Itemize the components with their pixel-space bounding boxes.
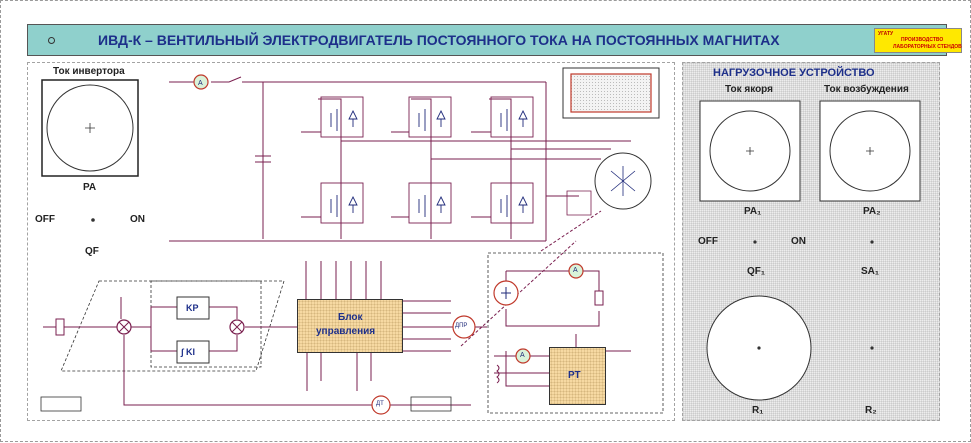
ki-box [176,340,210,364]
r1-label: R₁ [752,405,764,416]
excitation-ammeter-icon [515,348,531,364]
qf-switch-knob-icon [91,218,95,222]
qf1-switch-knob-icon [753,240,757,244]
qf-switch-label: QF [85,246,99,257]
sa1-switch-knob-icon [870,240,874,244]
armature-current-label: Ток якоря [725,84,773,95]
dc-ammeter-label: A [198,80,203,87]
load-resistor-icon [594,290,604,306]
ki-label: ∫ KI [181,347,195,357]
control-unit-block: Блок управления [297,299,403,353]
rt-label: РТ [568,370,581,381]
inverter-ammeter-label: PA [83,182,97,193]
control-unit-label-2: управления [316,326,376,337]
load-device-title: НАГРУЗОЧНОЕ УСТРОЙСТВО [713,67,875,79]
manufacturer-logo: УГАТУ ПРОИЗВОДСТВО ЛАБОРАТОРНЫХ СТЕНДОВ [874,28,962,53]
terminal-block-left [40,396,82,412]
armature-meter-label: PA₁ [744,206,762,217]
r1-rheostat-knob-icon [757,346,761,350]
title-bar: ИВД-К – ВЕНТИЛЬНЫЙ ЭЛЕКТРОДВИГАТЕЛЬ ПОСТ… [27,24,962,56]
armature-ammeter-needle-icon [746,147,754,155]
qf1-switch-label: QF₁ [747,266,766,277]
summing-junction-2-cross [231,321,243,333]
inverter-current-title: Ток инвертора [53,66,125,77]
setpoint-potentiometer-icon [55,318,65,336]
excitation-current-label: Ток возбуждения [824,84,909,95]
excitation-coil-icon [496,364,500,384]
excitation-ammeter-label: A [520,352,525,359]
dpr-label: ДПР [455,323,468,329]
control-unit-label-1: Блок [338,312,363,323]
qf1-off-label: OFF [698,236,718,247]
motor-winding-icon [610,166,636,196]
oscilloscope-screen [570,73,652,113]
control-wires [43,261,487,406]
pi-regulator-frame [150,280,262,368]
inverter-ammeter-needle-icon [85,123,95,133]
current-sensor-dt-icon [371,395,391,415]
sa1-switch-label: SA₁ [861,266,880,277]
qf1-on-label: ON [791,236,806,247]
logo-brand: УГАТУ [878,31,894,37]
kp-label: KP [186,303,199,313]
torque-regulator-block: РТ [549,347,606,405]
main-schematic-panel [27,62,675,421]
kp-box [176,296,210,320]
r2-label: R₂ [865,405,877,416]
qf-off-label: OFF [35,214,55,225]
excitation-ammeter-needle-icon [866,147,874,155]
summing-junction-1-cross [118,321,130,333]
mount-screw-icon [48,37,55,44]
load-machine-frame [487,252,664,414]
dt-label: ДТ [376,401,384,407]
qf-on-label: ON [130,214,145,225]
load-generator-symbol [501,287,511,299]
motor-sensor-icon [566,190,592,216]
inverter-transistor-modules [320,96,534,224]
position-sensor-dpr-icon [452,315,476,339]
r2-rheostat-knob-icon [870,346,874,350]
regulator-frame [60,280,285,372]
motor-icon [594,152,652,210]
load-ammeter-icon [568,263,584,279]
excitation-meter-label: PA₂ [863,206,881,217]
load-ammeter-label: A [573,267,578,274]
logo-line-2: ЛАБОРАТОРНЫХ СТЕНДОВ [893,44,962,50]
logo-line-1: ПРОИЗВОДСТВО [901,37,944,43]
page-title: ИВД-К – ВЕНТИЛЬНЫЙ ЭЛЕКТРОДВИГАТЕЛЬ ПОСТ… [98,32,780,48]
dc-ammeter-icon [193,74,209,90]
terminal-block-right [410,396,452,412]
